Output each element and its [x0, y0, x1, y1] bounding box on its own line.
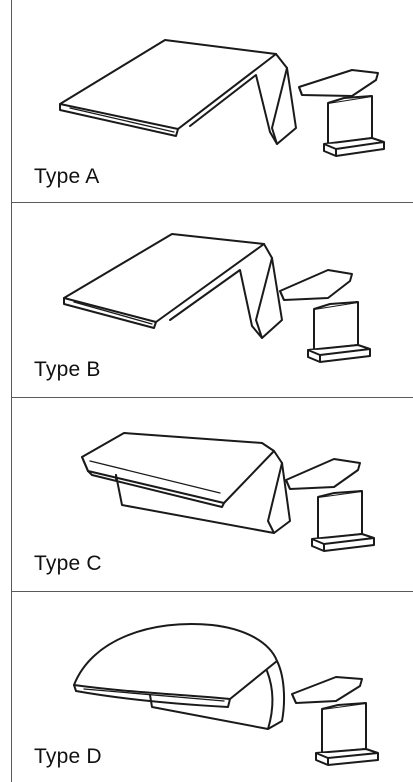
- divider-1: [11, 202, 413, 203]
- panel-type-b: Type B: [12, 202, 412, 397]
- single-lever-mixer-icon: [298, 69, 385, 157]
- panel-type-a: Type A: [12, 0, 412, 202]
- waterfall-spout-curved-icon: [73, 623, 286, 730]
- panel-label: Type A: [34, 165, 100, 188]
- panel-label: Type C: [34, 552, 102, 575]
- panel-label: Type D: [34, 745, 102, 768]
- divider-3: [11, 591, 413, 592]
- divider-2: [11, 397, 413, 398]
- panel-type-c: Type C: [12, 397, 412, 591]
- single-lever-mixer-icon: [279, 269, 371, 363]
- panel-type-d: Type D: [12, 591, 412, 782]
- waterfall-spout-flat-icon: [81, 432, 291, 534]
- waterfall-spout-angled-icon: [59, 39, 297, 145]
- panel-label: Type B: [34, 358, 101, 381]
- single-lever-mixer-icon: [291, 676, 379, 766]
- single-lever-mixer-icon: [285, 458, 375, 552]
- left-border: [11, 0, 12, 782]
- waterfall-spout-angled-icon: [63, 233, 283, 339]
